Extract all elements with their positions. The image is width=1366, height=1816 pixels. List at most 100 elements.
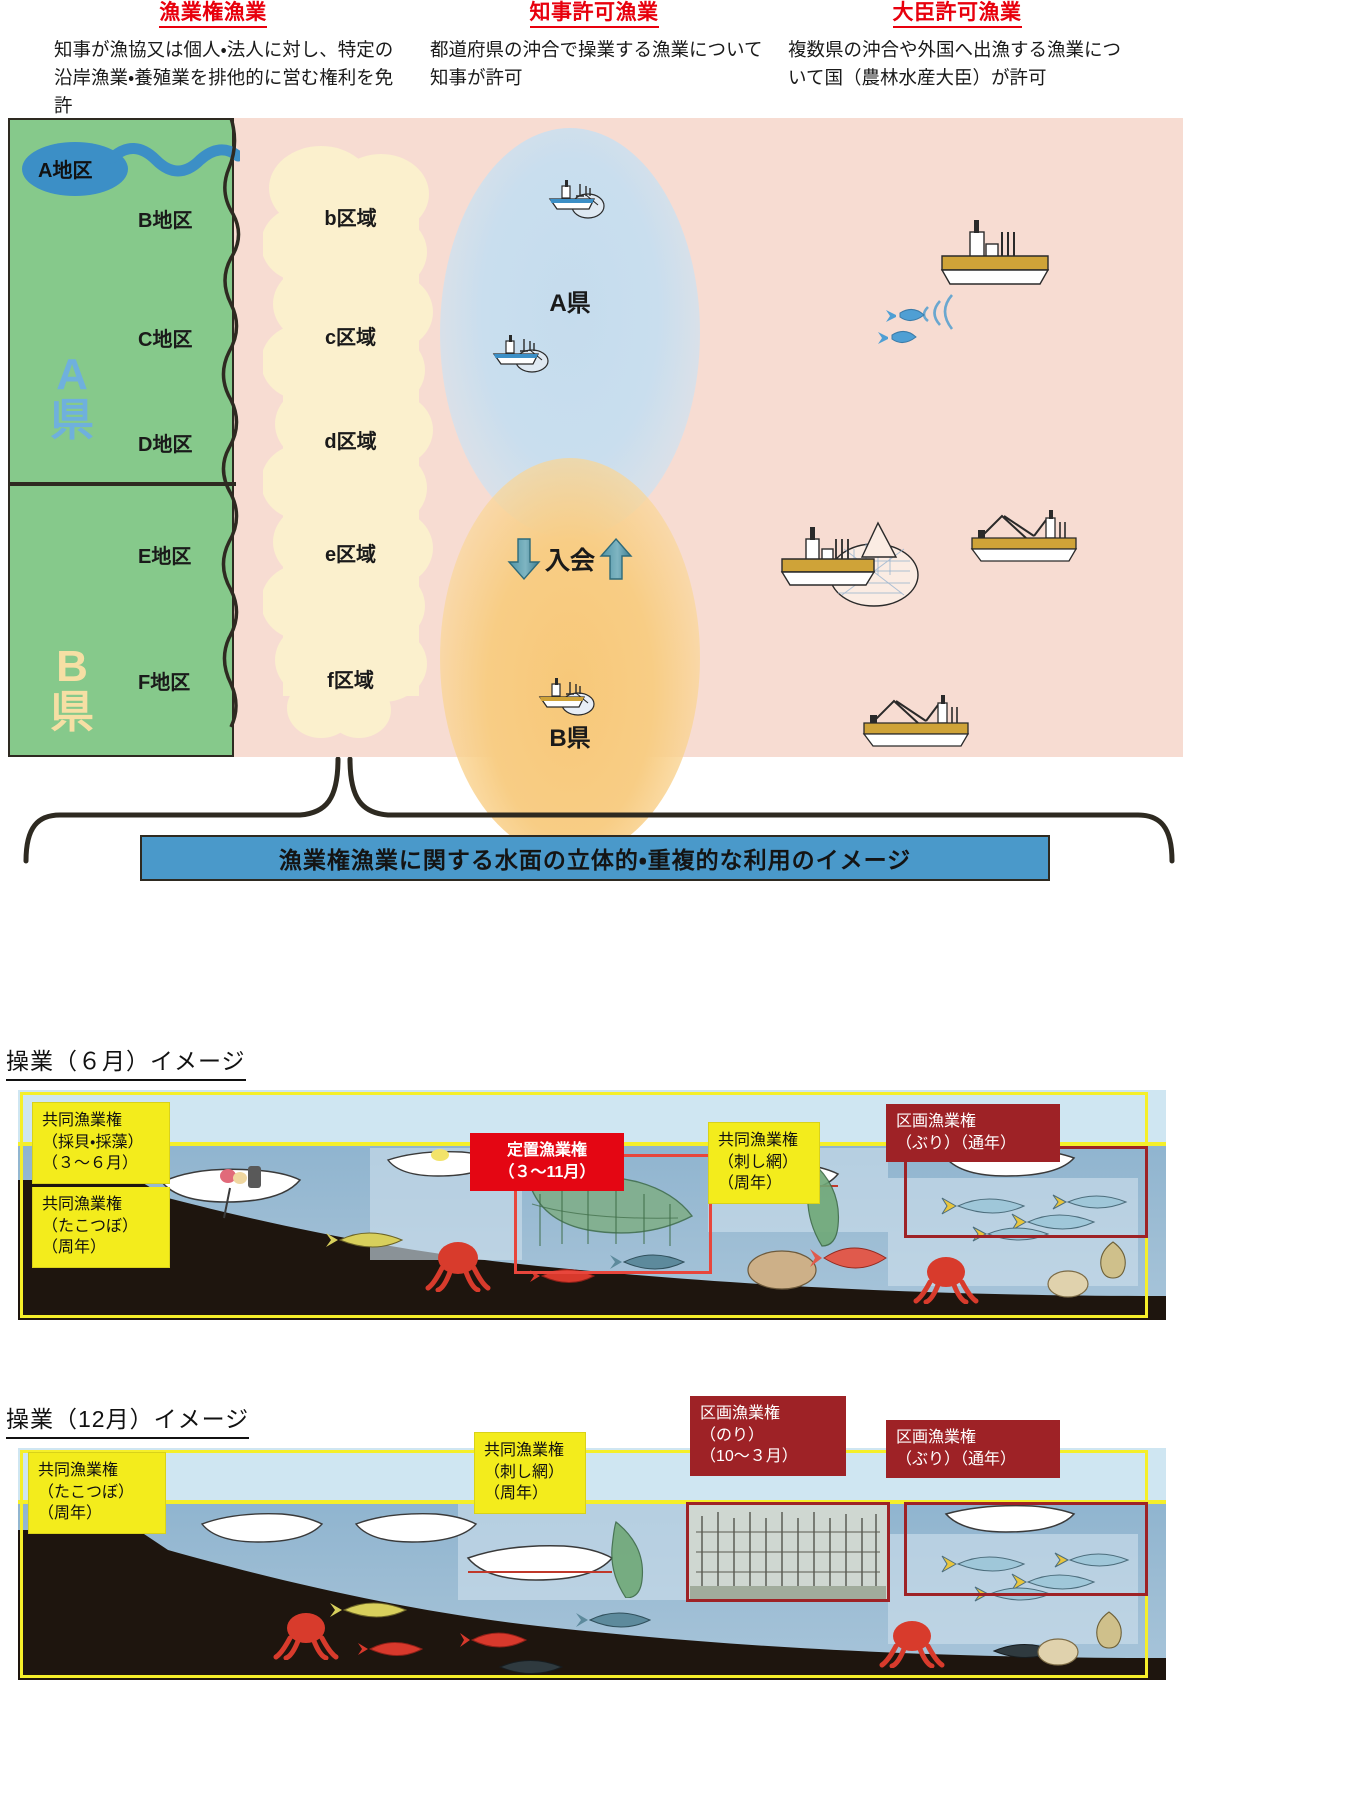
fishing-boat-icon-a2 <box>492 335 549 373</box>
district-label-c: C地区 <box>138 329 193 351</box>
header-column-fishery-right: 漁業権漁業 知事が漁協又は個人・法人に対し、特定の沿岸漁業・養殖業を排他的に営む… <box>18 0 408 120</box>
label-line: （周年） <box>484 1485 549 1503</box>
label-line: （ぶり）（通年） <box>896 1450 1017 1468</box>
label-line: 区画漁業権 <box>700 1405 781 1422</box>
section-banner: 漁業権漁業に関する水面の立体的・重複的な利用のイメージ <box>140 835 1050 881</box>
label-line: （３～11月） <box>498 1163 596 1181</box>
squid-icon-june <box>1100 1241 1126 1279</box>
fishing-boat-icon-b1 <box>538 678 595 716</box>
district-label-e: E地区 <box>138 546 192 568</box>
mackerel-icon-june <box>610 1254 686 1270</box>
label-line: （ぶり）（通年） <box>896 1134 1017 1152</box>
flounder-icon-june <box>747 1250 817 1290</box>
header-title-governor-permit: 知事許可漁業 <box>424 0 764 28</box>
header-column-minister-permit: 大臣許可漁業 複数県の沖合や外国へ出漁する漁業について国（農林水産大臣）が許可 <box>782 0 1132 92</box>
arrow-down-icon <box>507 538 541 581</box>
header-body-fishery-right: 知事が漁協又は個人・法人に対し、特定の沿岸漁業・養殖業を排他的に営む権利を免許 <box>54 39 394 116</box>
label-line: （たこつぼ） <box>42 1217 139 1235</box>
surface-line-december <box>18 1500 1166 1504</box>
seabed-slope-june <box>18 1180 1166 1320</box>
zone-cloud-column <box>261 136 438 746</box>
zone-label-d: d区域 <box>324 431 377 453</box>
fishing-boat-icon-a1 <box>548 180 605 219</box>
district-label-d: D地区 <box>138 434 193 456</box>
header-row: 漁業権漁業 知事が漁協又は個人・法人に対し、特定の沿岸漁業・養殖業を排他的に営む… <box>0 0 1366 118</box>
fishery-map-panel: A県 B県 入会 <box>8 118 1183 858</box>
label-line: 区画漁業権 <box>896 1113 977 1130</box>
river-icon <box>110 143 240 177</box>
label-demarcated-right-nori-december: 区画漁業権 （のり） （10～３月） <box>690 1396 846 1476</box>
district-a-blob <box>22 142 128 196</box>
label-line: （採貝・採藻） <box>42 1133 144 1151</box>
label-joint-right-shellfish-june: 共同漁業権 （採貝・採藻） （３～６月） <box>32 1102 170 1184</box>
scene-title-june: 操業（６月）イメージ <box>6 1042 246 1081</box>
label-line: 共同漁業権 <box>38 1462 119 1479</box>
zone-cloud-shape <box>261 146 433 738</box>
shellfish-icon-june <box>1047 1270 1089 1298</box>
small-boat-icon-june-1 <box>160 1166 302 1219</box>
fish-icon-dec-1 <box>330 1602 408 1618</box>
gillnet-boat-icon-dec <box>466 1545 614 1581</box>
scene-title-december: 操業（12月）イメージ <box>6 1400 250 1439</box>
sea-area-prefecture-b <box>440 458 700 858</box>
header-title-minister-permit: 大臣許可漁業 <box>782 0 1132 28</box>
octopus-icon-dec-1 <box>273 1613 339 1660</box>
sonar-fish-icon <box>878 294 954 344</box>
nori-right-box-december <box>686 1502 890 1602</box>
sea-label-a: A県 <box>549 290 591 317</box>
shellfish-icon-dec <box>1037 1638 1079 1666</box>
zone-label-e: e区域 <box>324 544 377 566</box>
header-body-governor-permit: 都道府県の沖合で操業する漁業について知事が許可 <box>430 39 763 88</box>
label-set-net-right-june: 定置漁業権 （３～11月） <box>470 1133 624 1192</box>
label-line: 共同漁業権 <box>42 1112 123 1129</box>
trawler-vessel-icon-2 <box>862 695 970 747</box>
squid-icon-dec <box>1096 1611 1122 1649</box>
octopus-icon-june-2 <box>913 1257 979 1304</box>
mackerel-icon-dec <box>576 1612 652 1628</box>
district-label-a: A地区 <box>38 160 93 182</box>
header-title-fishery-right: 漁業権漁業 <box>18 0 408 28</box>
label-line: 共同漁業権 <box>718 1132 799 1149</box>
label-line: （３～６月） <box>42 1155 139 1173</box>
redfish-icon-dec-2 <box>460 1632 528 1648</box>
label-line: （周年） <box>42 1239 107 1257</box>
coastline-icon <box>221 118 241 728</box>
label-joint-right-gillnet-december: 共同漁業権 （刺し網） （周年） <box>474 1432 586 1514</box>
label-line: 共同漁業権 <box>484 1442 565 1459</box>
label-line: 定置漁業権 <box>506 1142 587 1159</box>
label-line: （刺し網） <box>484 1463 565 1481</box>
zone-label-b: b区域 <box>324 208 377 230</box>
label-line: 共同漁業権 <box>42 1196 123 1213</box>
nori-rack-icon-december <box>690 1512 886 1602</box>
label-demarcated-right-yellowtail-december: 区画漁業権 （ぶり）（通年） <box>886 1420 1060 1479</box>
prefecture-border-line <box>10 482 236 486</box>
label-line: （周年） <box>718 1175 783 1193</box>
label-line: 区画漁業権 <box>896 1429 977 1446</box>
small-boat-icon-dec-1 <box>200 1513 324 1543</box>
zone-label-c: c区域 <box>324 327 377 349</box>
joint-use-label: 入会 <box>544 547 595 575</box>
darkfish-icon-dec <box>498 1660 564 1674</box>
section-banner-label: 漁業権漁業に関する水面の立体的・重複的な利用のイメージ <box>278 847 912 873</box>
district-label-b: B地区 <box>138 210 193 232</box>
label-line: （たこつぼ） <box>38 1483 135 1501</box>
label-line: （刺し網） <box>718 1153 799 1171</box>
arrow-up-icon <box>599 537 633 580</box>
aquaculture-boat-icon-dec <box>944 1504 1076 1533</box>
demarcated-right-box-december <box>904 1502 1148 1596</box>
seabream-icon-june <box>810 1247 887 1269</box>
label-line: （10～３月） <box>700 1448 798 1466</box>
label-demarcated-right-yellowtail-june: 区画漁業権 （ぶり）（通年） <box>886 1104 1060 1163</box>
scene-december <box>18 1448 1166 1680</box>
trawler-vessel-icon-1 <box>970 510 1078 562</box>
redfish-icon-dec-1 <box>358 1642 424 1656</box>
octopus-icon-dec-2 <box>879 1621 945 1668</box>
fish-icon-june-1 <box>326 1232 404 1248</box>
sea-label-b: B県 <box>549 725 591 752</box>
offshore-vessel-icon-1 <box>940 220 1050 285</box>
octopus-icon-june <box>425 1242 491 1292</box>
label-line: （周年） <box>38 1505 103 1523</box>
district-label-f: F地区 <box>138 672 191 694</box>
